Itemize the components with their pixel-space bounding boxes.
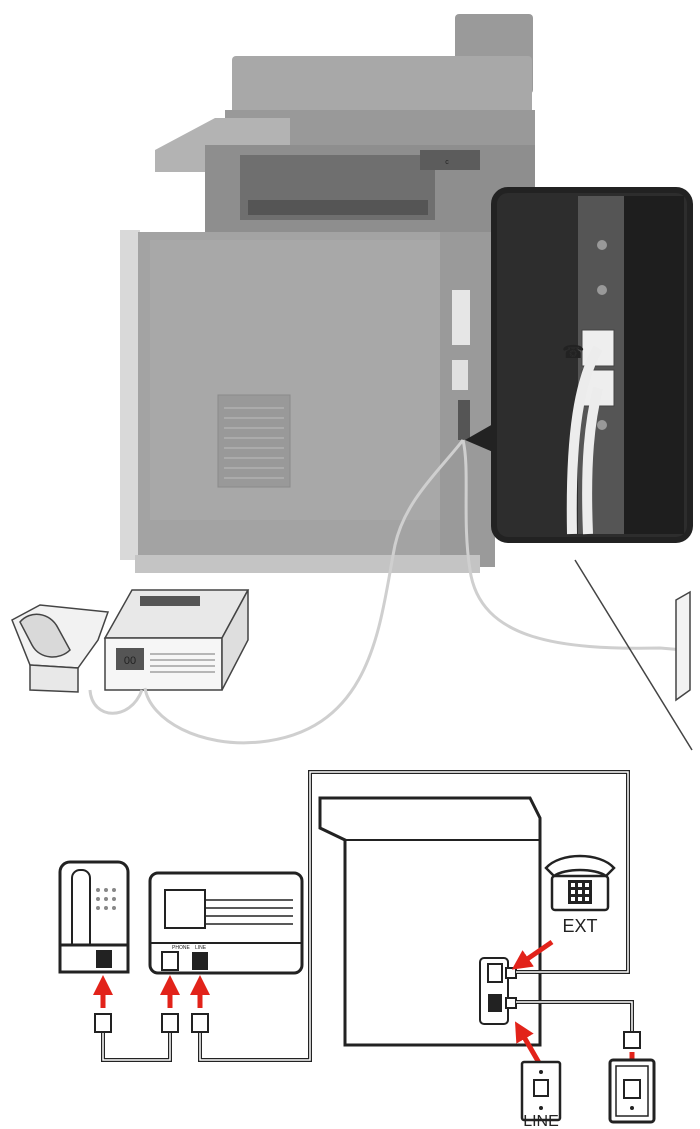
ext-phone-icon [544, 854, 616, 912]
port-closeup-inset: ☎ [465, 187, 693, 543]
svg-text:☎: ☎ [562, 342, 584, 362]
svg-text:c: c [445, 159, 449, 166]
vent-grille [224, 407, 284, 479]
schematic-telephone [58, 860, 130, 974]
top-cables [88, 439, 685, 745]
line-label: LINE [523, 1113, 559, 1129]
schematic-answering-machine: PHONE LINE [148, 871, 304, 975]
schematic-printer [318, 796, 542, 1047]
line-wall-plate [520, 1060, 562, 1122]
printer-illustration: c [120, 14, 535, 573]
telephone-illustration [11, 604, 110, 693]
plug-connectors [94, 1013, 641, 1049]
schematic-wiring-inner [102, 771, 633, 1061]
answering-machine-illustration: 00 [103, 589, 250, 691]
answering-machine-display: 00 [124, 655, 136, 667]
wall-jack-illustration [574, 559, 693, 751]
ext-label: EXT [562, 916, 597, 936]
phone-port-label: PHONE [172, 945, 190, 951]
line-port-label: LINE [195, 945, 207, 951]
wall-jack-outlet [608, 1058, 656, 1124]
